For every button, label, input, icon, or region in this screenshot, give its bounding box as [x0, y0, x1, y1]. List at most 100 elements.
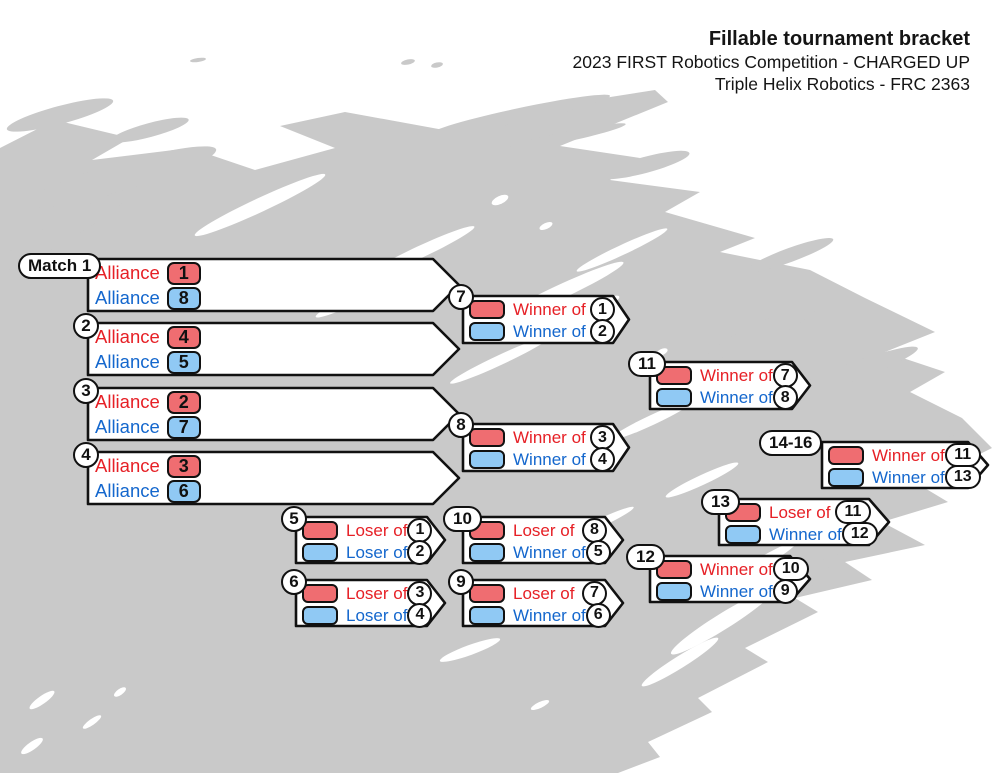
slot-label: Alliance [95, 390, 160, 412]
blue-alliance-fill-box[interactable] [656, 388, 692, 407]
red-alliance-fill-box[interactable] [828, 445, 864, 465]
red-alliance-fill-box[interactable] [469, 300, 505, 319]
blue-alliance-fill-box[interactable] [469, 605, 505, 625]
slot-label: Winner of [513, 605, 586, 625]
slot-label: Alliance [95, 261, 160, 283]
alliance-number-badge: 1 [166, 261, 201, 285]
slot-label: Alliance [95, 325, 160, 347]
slot-label: Winner of [872, 467, 945, 487]
match-ref-badge: 7 [772, 363, 798, 388]
alliance-number-badge: 3 [166, 454, 201, 478]
red-alliance-row: Alliance 4 [95, 325, 433, 349]
match-number-badge: 11 [628, 351, 666, 377]
match-ref-badge: 3 [407, 580, 433, 606]
match-number-badge: 4 [73, 442, 99, 468]
slot-label: Loser of [346, 542, 408, 562]
match-ref-badge: 5 [585, 539, 611, 565]
match-number-badge: Match 1 [18, 253, 102, 279]
red-alliance-fill-box[interactable] [302, 583, 338, 603]
slot-label: Loser of [769, 502, 831, 522]
slot-label: Winner of [513, 322, 586, 341]
blue-alliance-fill-box[interactable] [469, 322, 505, 341]
slot-label: Winner of [872, 445, 945, 465]
match-ref-badge: 2 [407, 539, 433, 565]
blue-alliance-row: Alliance 8 [95, 286, 433, 310]
blue-alliance-fill-box[interactable] [302, 605, 338, 625]
slot-label: Loser of [346, 583, 408, 603]
subtitle-event: 2023 FIRST Robotics Competition - CHARGE… [572, 52, 970, 72]
match-number-badge: 12 [626, 544, 665, 570]
alliance-number-badge: 4 [166, 325, 201, 349]
match-number-badge: 14-16 [759, 430, 823, 456]
match-ref-badge: 4 [407, 602, 433, 628]
red-alliance-fill-box[interactable] [302, 520, 338, 540]
red-alliance-fill-box[interactable] [469, 583, 505, 603]
match-number-badge: 8 [448, 412, 474, 438]
match-number-badge: 3 [73, 378, 99, 404]
alliance-number-badge: 8 [166, 286, 201, 310]
blue-alliance-fill-box[interactable] [656, 581, 692, 601]
match-number-badge: 9 [448, 569, 474, 595]
match-number-badge: 5 [281, 506, 307, 532]
match-ref-badge: 8 [772, 385, 798, 410]
alliance-number-badge: 6 [166, 479, 201, 503]
blue-alliance-fill-box[interactable] [725, 524, 761, 544]
blue-alliance-fill-box[interactable] [469, 542, 505, 562]
red-alliance-row: Alliance 3 [95, 454, 433, 478]
match-ref-badge: 9 [772, 578, 798, 604]
slot-label: Alliance [95, 350, 160, 372]
slot-label: Winner of [700, 366, 773, 385]
slot-label: Winner of [513, 428, 586, 447]
subtitle-team: Triple Helix Robotics - FRC 2363 [714, 74, 970, 94]
match-number-badge: 6 [281, 569, 307, 595]
blue-alliance-fill-box[interactable] [302, 542, 338, 562]
match-number-badge: 7 [448, 284, 474, 310]
blue-alliance-fill-box[interactable] [828, 467, 864, 487]
slot-label: Alliance [95, 286, 160, 308]
match-ref-badge: 12 [841, 522, 878, 546]
slot-label: Winner of [513, 300, 586, 319]
slot-label: Loser of [513, 583, 575, 603]
match-ref-badge: 11 [835, 500, 871, 524]
match-ref-badge: 11 [944, 443, 981, 467]
blue-alliance-fill-box[interactable] [469, 450, 505, 469]
alliance-number-badge: 7 [166, 415, 201, 439]
slot-label: Alliance [95, 454, 160, 476]
red-alliance-fill-box[interactable] [469, 428, 505, 447]
